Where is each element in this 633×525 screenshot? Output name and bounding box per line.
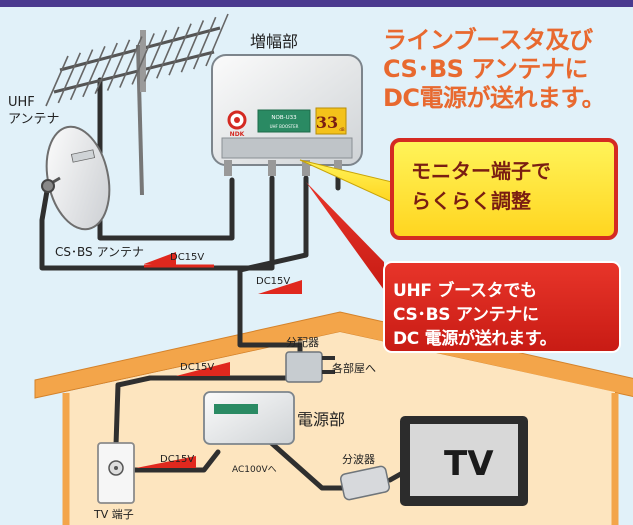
device-gain: 33 bbox=[316, 113, 338, 132]
top-bar bbox=[0, 0, 633, 7]
yagi-element bbox=[57, 52, 82, 104]
to-rooms-label: 各部屋へ bbox=[332, 362, 376, 375]
power-unit-label: 電源部 bbox=[297, 410, 346, 429]
yagi-elements bbox=[45, 13, 229, 107]
uhf-booster-callout-text: UHF ブースタでも CS･BS アンテナに DC 電源が送れます。 bbox=[393, 279, 557, 351]
ac100v-label: AC100Vへ bbox=[232, 465, 277, 475]
dc15v-label-3: DC15V bbox=[180, 362, 215, 373]
power-unit bbox=[203, 391, 295, 445]
yagi-element bbox=[143, 29, 168, 82]
yagi-element bbox=[106, 39, 131, 91]
tv-set bbox=[400, 416, 528, 506]
amplifier-unit bbox=[211, 54, 363, 176]
headline-line: CS･BS アンテナに bbox=[383, 55, 588, 83]
yagi-element bbox=[69, 49, 94, 101]
dc-arrow-4 bbox=[136, 456, 196, 468]
tv-label: TV bbox=[444, 444, 494, 484]
dc-arrow-1 bbox=[144, 252, 214, 268]
distributor-unit bbox=[285, 351, 335, 383]
dc15v-label-2: DC15V bbox=[256, 276, 291, 287]
csbs-antenna-label: CS･BS アンテナ bbox=[55, 245, 144, 259]
dc15v-label-1: DC15V bbox=[170, 252, 205, 263]
tv-terminal-label: TV 端子 bbox=[94, 508, 134, 521]
uhf-antenna-label-line: アンテナ bbox=[8, 112, 60, 127]
yagi-element bbox=[156, 26, 180, 79]
monitor-callout bbox=[299, 138, 618, 240]
yagi-element bbox=[180, 20, 205, 73]
yagi-element bbox=[205, 13, 229, 67]
dc-arrow-2 bbox=[258, 280, 302, 294]
device-gain-unit: dB bbox=[339, 127, 345, 132]
device-model: NOB-U33 bbox=[271, 115, 297, 121]
callout-line: DC 電源が送れます。 bbox=[393, 329, 557, 349]
yagi-element bbox=[119, 36, 143, 88]
uhf-antenna-label: UHF アンテナ bbox=[8, 94, 59, 128]
dc-arrow-3 bbox=[176, 362, 230, 376]
splitter-label: 分波器 bbox=[342, 453, 375, 466]
headline: ラインブースタ及び CS･BS アンテナに DC電源が送れます。 bbox=[383, 26, 628, 113]
csbs-dish bbox=[41, 125, 111, 231]
yagi-element bbox=[94, 42, 118, 95]
yagi-element bbox=[192, 16, 217, 70]
yagi-element bbox=[168, 23, 192, 76]
headline-line: ラインブースタ及び bbox=[383, 26, 593, 54]
yagi-element bbox=[82, 45, 106, 98]
headline-line: DC電源が送れます。 bbox=[383, 84, 606, 112]
uhf-booster-callout bbox=[306, 182, 621, 353]
device-subtitle: UHF BOOSTER bbox=[270, 124, 299, 129]
house-roof bbox=[34, 311, 633, 399]
tv-terminal bbox=[97, 442, 135, 504]
callout-line: UHF ブースタでも bbox=[393, 281, 537, 301]
amplifier-label: 増幅部 bbox=[250, 32, 299, 51]
yagi-element bbox=[45, 55, 69, 107]
splitter bbox=[339, 465, 391, 501]
distributor-label: 分配器 bbox=[286, 336, 319, 349]
callout-line: モニター端子で bbox=[411, 159, 551, 183]
dc15v-label-4: DC15V bbox=[160, 454, 195, 465]
callout-line: CS･BS アンテナに bbox=[393, 305, 539, 325]
yagi-element bbox=[131, 33, 155, 85]
uhf-antenna-label-line: UHF bbox=[8, 95, 35, 110]
callout-line: らくらく調整 bbox=[411, 189, 531, 213]
monitor-callout-text: モニター端子で らくらく調整 bbox=[411, 156, 551, 216]
device-brand: NDK bbox=[230, 131, 245, 138]
